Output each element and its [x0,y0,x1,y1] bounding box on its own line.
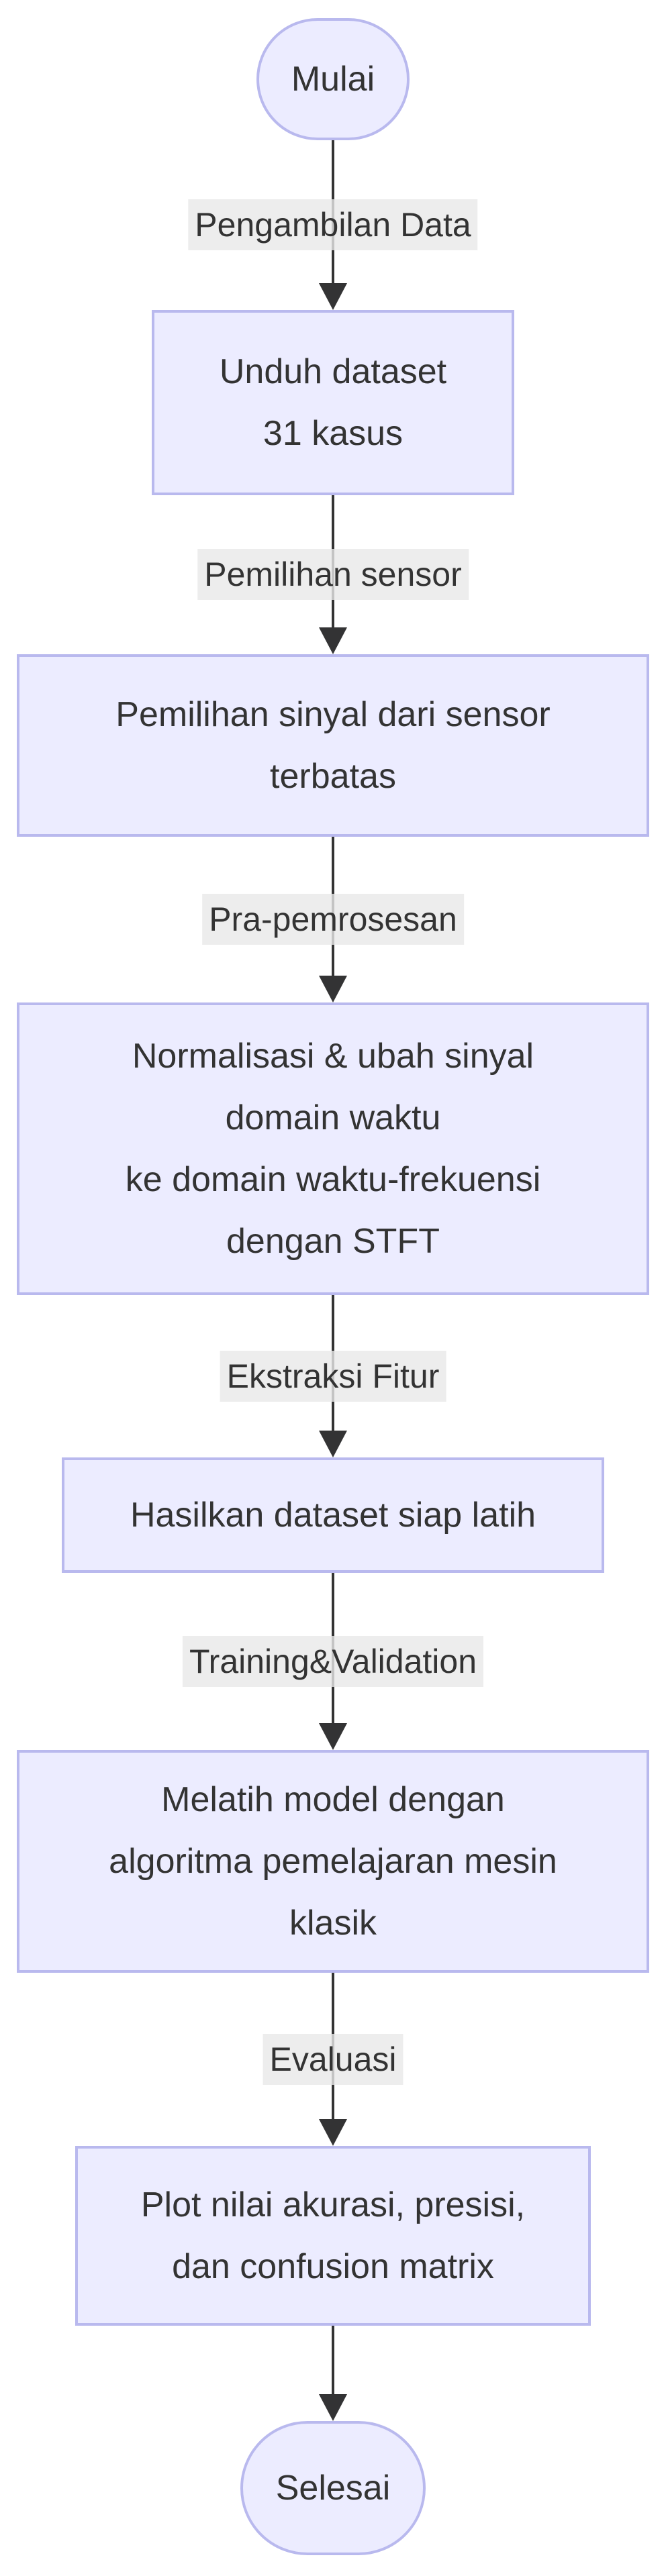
arrowhead-icon [319,2119,347,2146]
edge-label-pra-pemrosesan: Pra-pemrosesan [202,894,464,945]
node-text-line: domain waktu [225,1098,441,1137]
node-text-line: Hasilkan dataset siap latih [130,1496,536,1535]
node-text-line: algoritma pemelajaran mesin [109,1842,557,1881]
arrow-shaft [332,2326,334,2401]
edge-label-pengambilan-data: Pengambilan Data [188,199,478,250]
node-text-line: terbatas [270,757,396,796]
node-melatih-model: Melatih model dengan algoritma pemelajar… [17,1750,649,1973]
edge-label-ekstraksi-fitur: Ekstraksi Fitur [220,1351,446,1402]
edge-label-evaluasi: Evaluasi [263,2034,403,2085]
arrowhead-icon [319,2394,347,2421]
arrowhead-icon [319,1723,347,1750]
edge-label-pemilihan-sensor: Pemilihan sensor [197,549,469,600]
arrowhead-icon [319,1431,347,1457]
node-text-line: ke domain waktu-frekuensi [125,1160,541,1199]
node-dataset-siap-latih: Hasilkan dataset siap latih [62,1457,604,1573]
node-end-selesai: Selesai [240,2421,426,2555]
node-text-line: Selesai [275,2469,391,2508]
node-text-line: Normalisasi & ubah sinyal [132,1037,534,1076]
node-text-line: Mulai [291,60,375,99]
node-text-line: Melatih model dengan [161,1780,505,1819]
edge-plot-to-end [318,2326,348,2421]
arrowhead-icon [319,627,347,654]
arrowhead-icon [319,976,347,1002]
node-text-line: Pemilihan sinyal dari sensor [115,695,551,734]
node-unduh-dataset: Unduh dataset 31 kasus [152,310,514,495]
arrowhead-icon [319,283,347,310]
node-text-line: Plot nilai akurasi, presisi, [140,2185,526,2224]
node-text-line: dengan STFT [226,1222,440,1261]
edge-label-training-validation: Training&Validation [182,1636,484,1687]
node-start-mulai: Mulai [256,18,410,140]
node-plot-evaluasi: Plot nilai akurasi, presisi, dan confusi… [75,2146,591,2326]
node-text-line: dan confusion matrix [172,2247,494,2286]
node-pemilihan-sinyal: Pemilihan sinyal dari sensor terbatas [17,654,649,837]
node-text-line: klasik [289,1904,377,1943]
node-text-line: 31 kasus [263,414,403,453]
node-text-line: Unduh dataset [219,352,447,391]
node-normalisasi-stft: Normalisasi & ubah sinyal domain waktu k… [17,1002,649,1295]
